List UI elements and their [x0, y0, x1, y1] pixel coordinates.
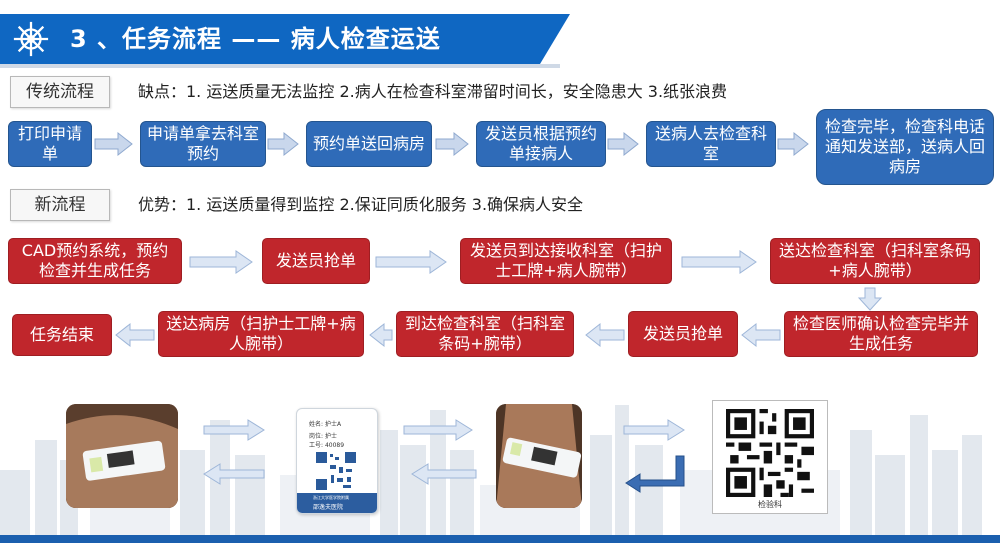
badge-hospital: 浙江大学医学院附属 — [313, 495, 349, 500]
new-step-arrive-exam: 到达检查科室（扫科室条码+腕带） — [396, 311, 574, 357]
wristband-photo-2 — [496, 404, 582, 508]
bottom-bar — [0, 535, 1000, 543]
new-flow-note: 优势：1. 运送质量得到监控 2.保证同质化服务 3.确保病人安全 — [138, 195, 584, 214]
ship-wheel-icon — [13, 21, 49, 57]
title-bar — [0, 14, 570, 64]
badge-name-label: 姓名: — [309, 421, 324, 428]
new-step-deliver-ward: 送达病房（扫护士工牌+病人腕带） — [158, 311, 364, 357]
traditional-flow-tag: 传统流程 — [10, 76, 110, 108]
trad-step-4: 发送员根据预约单接病人 — [476, 121, 606, 167]
badge-hospital-name: 邵逸夫医院 — [313, 504, 344, 511]
flow-arrows-new — [115, 250, 883, 348]
badge-qr-code — [315, 451, 357, 491]
new-flow-tag: 新流程 — [10, 189, 110, 221]
page-title: 3 、任务流程 —— 病人检查运送 — [70, 25, 441, 53]
trad-step-5: 送病人去检查科室 — [646, 121, 776, 167]
trad-step-1: 打印申请单 — [8, 121, 92, 167]
new-step-grab-2: 发送员抢单 — [628, 311, 738, 357]
dept-qr-card: 检验科 — [712, 400, 828, 514]
badge-id-value: 40089 — [324, 442, 345, 449]
new-step-deliver-exam: 送达检查科室（扫科室条码+病人腕带） — [770, 238, 980, 284]
new-step-doctor-confirm: 检查医师确认检查完毕并生成任务 — [784, 311, 978, 357]
trad-step-2: 申请单拿去科室预约 — [140, 121, 266, 167]
nurse-badge: 姓名: 护士A 岗位: 护士 工号: 40089 浙江大学医学院附属 邵逸夫医院 — [296, 408, 378, 514]
badge-post-label: 岗位: — [309, 433, 324, 440]
badge-post-value: 护士 — [324, 433, 337, 440]
traditional-flow-note: 缺点：1. 运送质量无法监控 2.病人在检查科室滞留时间长，安全隐患大 3.纸张… — [138, 82, 728, 101]
badge-name-value: 护士A — [324, 421, 342, 428]
badge-id-label: 工号: — [309, 442, 324, 449]
flow-arrows-traditional — [94, 131, 809, 157]
wristband-photo-1 — [66, 404, 178, 508]
dept-qr-code — [726, 409, 814, 497]
new-step-end: 任务结束 — [12, 314, 112, 356]
image-flow-arrows — [203, 419, 685, 493]
new-step-cad: CAD预约系统，预约检查并生成任务 — [8, 238, 182, 284]
new-step-arrive-dept: 发送员到达接收科室（扫护士工牌+病人腕带） — [460, 238, 672, 284]
new-step-grab-1: 发送员抢单 — [262, 238, 370, 284]
qr-caption: 检验科 — [758, 500, 782, 509]
trad-step-6: 检查完毕，检查科电话通知发送部，送病人回病房 — [816, 109, 994, 185]
title-bar-shadow — [0, 64, 560, 68]
trad-step-3: 预约单送回病房 — [306, 121, 432, 167]
